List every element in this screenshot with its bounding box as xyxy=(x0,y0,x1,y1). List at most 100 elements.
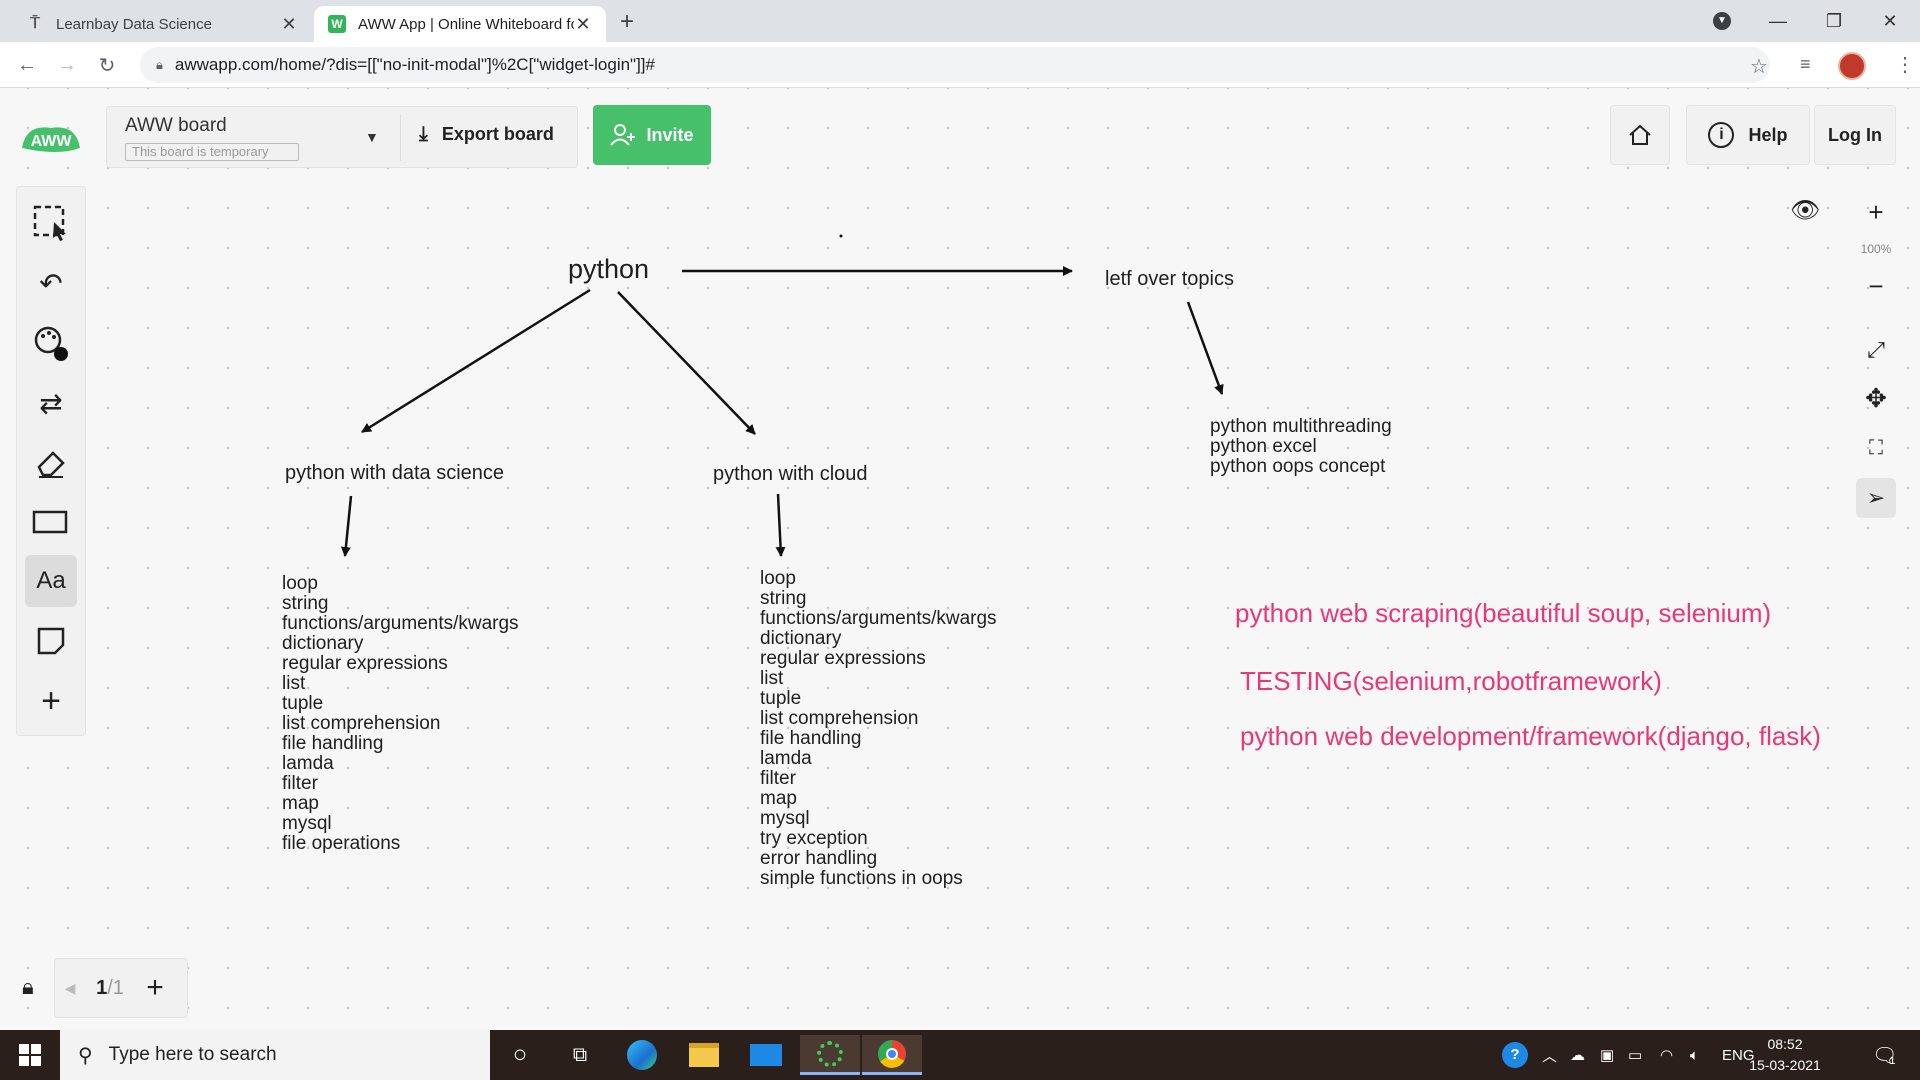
board-selector[interactable]: AWW board This board is temporary ▼ ⤓ Ex… xyxy=(106,106,578,168)
list-item: list xyxy=(282,673,306,694)
select-tool-icon[interactable] xyxy=(25,197,77,249)
profile-avatar[interactable] xyxy=(1838,52,1866,80)
list-item: functions/arguments/kwargs xyxy=(760,608,997,629)
aww-favicon-icon: W xyxy=(328,15,346,33)
wifi-icon[interactable]: ◠ xyxy=(1660,1047,1674,1064)
cloud-topic-list[interactable]: loop string functions/arguments/kwargs d… xyxy=(760,569,997,889)
zoom-in-icon[interactable]: + xyxy=(1868,196,1884,227)
aww-logo[interactable]: AWW xyxy=(18,118,84,158)
home-button[interactable] xyxy=(1610,105,1670,165)
list-item: tuple xyxy=(282,693,324,714)
node-python[interactable]: python xyxy=(568,254,650,284)
taskbar-clock[interactable]: 08:52 15-03-2021 xyxy=(1740,1034,1830,1076)
browser-toolbar: ← → ↻ 🔒︎ awwapp.com/home/?dis=[["no-init… xyxy=(0,42,1920,88)
list-item: python multithreading xyxy=(1210,416,1392,437)
prev-page-icon[interactable]: ◀ xyxy=(64,979,76,996)
list-item: functions/arguments/kwargs xyxy=(282,613,519,634)
pink-note-testing[interactable]: TESTING(selenium,robotframework) xyxy=(1240,666,1662,696)
add-page-button[interactable]: + xyxy=(146,971,164,1004)
chevron-up-icon[interactable]: ︿ xyxy=(1542,1047,1558,1065)
add-user-icon xyxy=(610,124,636,146)
profile-dropdown-icon[interactable]: ▼ xyxy=(1694,0,1750,42)
notifications-icon[interactable]: 🗨︎1 xyxy=(1872,1044,1898,1068)
close-tab-icon[interactable]: ✕ xyxy=(281,13,297,34)
list-item: lamda xyxy=(760,748,812,769)
export-board-button[interactable]: ⤓ Export board xyxy=(419,123,554,146)
invite-button[interactable]: Invite xyxy=(593,105,711,165)
bookmark-star-icon[interactable]: ☆ xyxy=(1750,56,1768,78)
list-item: map xyxy=(282,793,319,814)
palette-icon[interactable] xyxy=(25,317,77,369)
lock-icon[interactable]: 🔒︎ xyxy=(22,974,34,999)
list-item: try exception xyxy=(760,828,868,849)
connector-tool-icon[interactable]: ⇄ xyxy=(39,387,63,419)
page-navigator: ◀ 1/1 + xyxy=(54,958,188,1018)
menu-kebab-icon[interactable]: ⋮ xyxy=(1895,54,1915,76)
windows-start-button[interactable] xyxy=(0,1030,60,1080)
pan-icon[interactable]: ✥ xyxy=(1865,382,1887,413)
task-view-icon[interactable]: ⧉ xyxy=(572,1043,588,1066)
eye-icon[interactable]: 👁︎ xyxy=(1790,197,1821,224)
cortana-icon[interactable]: ○ xyxy=(512,1041,528,1068)
chevron-down-icon[interactable]: ▼ xyxy=(365,129,379,145)
tab-learnbay[interactable]: ⍑ Learnbay Data Science ✕ xyxy=(12,6,312,42)
undo-icon[interactable]: ↶ xyxy=(39,267,63,299)
list-item: simple functions in oops xyxy=(760,868,963,889)
ds-topic-list[interactable]: loop string functions/arguments/kwargs d… xyxy=(282,574,519,854)
taskbar-search-input[interactable]: ⚲ Type here to search xyxy=(60,1030,490,1080)
fit-screen-icon[interactable]: ⛶ xyxy=(1869,436,1883,459)
back-icon[interactable]: ← xyxy=(17,53,37,76)
login-button[interactable]: Log In xyxy=(1814,105,1896,165)
node-cloud[interactable]: python with cloud xyxy=(713,463,868,485)
battery-icon[interactable]: ▭ xyxy=(1628,1047,1643,1064)
close-tab-icon[interactable]: ✕ xyxy=(575,13,591,34)
list-item: loop xyxy=(760,568,796,589)
node-data-science[interactable]: python with data science xyxy=(285,462,505,484)
tab-aww[interactable]: W AWW App | Online Whiteboard for... ✕ xyxy=(314,6,606,42)
new-tab-button[interactable]: + xyxy=(620,8,635,35)
invite-label: Invite xyxy=(646,124,694,145)
minimize-icon[interactable]: — xyxy=(1769,10,1787,31)
info-icon: i xyxy=(1708,122,1735,148)
node-leftover-topics[interactable]: letf over topics xyxy=(1105,268,1234,290)
restore-icon[interactable]: ❐ xyxy=(1825,10,1843,31)
forward-icon[interactable]: → xyxy=(57,53,77,76)
tab-title: Learnbay Data Science xyxy=(56,15,212,33)
pink-note-web-scraping[interactable]: python web scraping(beautiful soup, sele… xyxy=(1235,598,1772,628)
progress-app-icon[interactable] xyxy=(800,1035,860,1075)
fullscreen-icon[interactable]: ⤢ xyxy=(1867,337,1885,362)
sticky-note-icon[interactable] xyxy=(25,615,77,667)
monitor-icon[interactable]: ▣ xyxy=(1600,1047,1615,1064)
reading-list-icon[interactable]: ≡ xyxy=(1800,54,1811,74)
mail-icon[interactable] xyxy=(736,1035,796,1075)
volume-icon[interactable]: 🔈︎ xyxy=(1690,1046,1700,1064)
list-item: lamda xyxy=(282,753,334,774)
pointer-icon[interactable]: ➢ xyxy=(1856,478,1896,518)
list-item: list comprehension xyxy=(282,713,441,734)
rectangle-tool-icon[interactable] xyxy=(25,497,77,549)
onedrive-icon[interactable]: ☁ xyxy=(1570,1047,1585,1064)
eraser-icon[interactable] xyxy=(25,437,77,489)
list-item: filter xyxy=(760,768,796,789)
zoom-level: 100% xyxy=(1860,242,1892,256)
chrome-icon[interactable] xyxy=(862,1035,922,1075)
language-indicator[interactable]: ENG xyxy=(1722,1046,1755,1064)
list-item: error handling xyxy=(760,848,878,869)
pink-note-web-dev[interactable]: python web development/framework(django,… xyxy=(1240,721,1821,751)
list-item: loop xyxy=(282,573,318,594)
temporary-badge: This board is temporary xyxy=(125,143,299,161)
help-button[interactable]: i Help xyxy=(1686,105,1810,165)
close-window-icon[interactable]: ✕ xyxy=(1882,10,1898,31)
file-explorer-icon[interactable] xyxy=(674,1035,734,1075)
edge-icon[interactable] xyxy=(612,1035,672,1075)
reload-icon[interactable]: ↻ xyxy=(98,54,116,77)
text-tool-icon[interactable]: Aa xyxy=(25,555,77,607)
whiteboard-canvas[interactable] xyxy=(0,88,1920,1030)
address-bar[interactable]: 🔒︎ awwapp.com/home/?dis=[["no-init-modal… xyxy=(140,47,1770,83)
help-tray-icon[interactable]: ? xyxy=(1502,1030,1528,1080)
add-tool-icon[interactable]: + xyxy=(41,681,61,720)
list-item: python excel xyxy=(1210,436,1317,457)
leftover-topic-list[interactable]: python multithreading python excel pytho… xyxy=(1210,417,1392,477)
zoom-out-icon[interactable]: − xyxy=(1868,270,1884,301)
list-item: dictionary xyxy=(282,633,364,654)
